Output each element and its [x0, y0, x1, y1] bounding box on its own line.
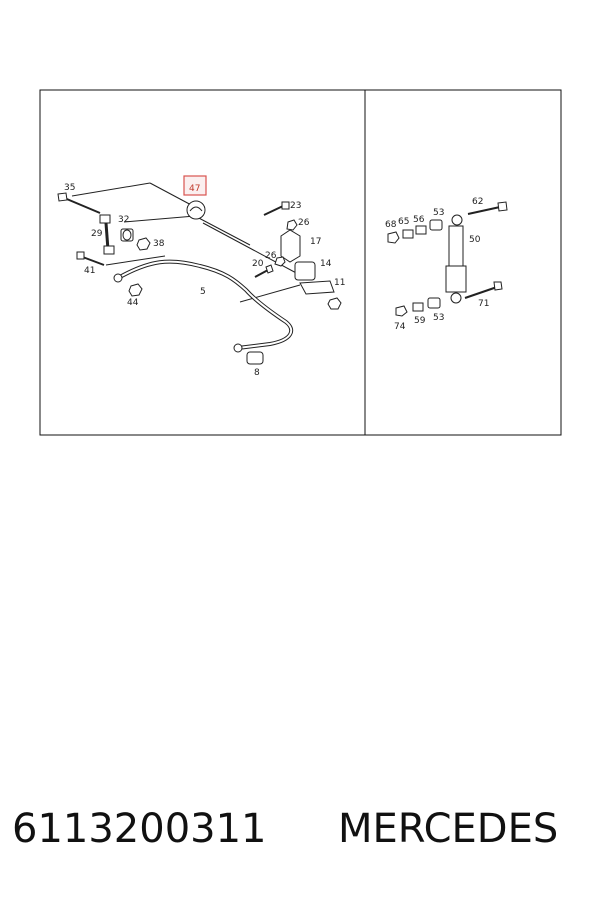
brand-name: MERCEDES [338, 806, 559, 852]
callout-32: 32 [118, 215, 129, 225]
callout-44: 44 [127, 298, 139, 308]
right-panel-drawing [387, 201, 508, 317]
left-panel-drawing [57, 182, 342, 365]
highlight-box-47[interactable] [183, 175, 207, 196]
callout-17: 17 [310, 237, 321, 247]
callout-56: 56 [413, 215, 425, 225]
callout-35: 35 [64, 183, 75, 193]
callout-38: 38 [153, 239, 165, 249]
callout-20: 20 [252, 259, 264, 269]
callout-68: 68 [385, 220, 397, 230]
callout-74: 74 [394, 322, 406, 332]
left-panel-callouts: 35 47 23 26 32 29 38 17 41 20 26 14 11 5… [64, 183, 345, 378]
callout-14: 14 [320, 259, 332, 269]
callout-8: 8 [254, 368, 260, 378]
callout-65: 65 [398, 217, 409, 227]
callout-26b: 26 [265, 251, 277, 261]
callout-62: 62 [472, 197, 483, 207]
right-panel-callouts: 62 68 65 56 53 50 71 74 59 53 [385, 197, 489, 332]
callout-23: 23 [290, 201, 301, 211]
callout-11: 11 [334, 278, 345, 288]
callout-71: 71 [478, 299, 489, 309]
callout-50: 50 [469, 235, 481, 245]
part-number: 6113200311 [12, 806, 267, 852]
diagram-frame [39, 89, 562, 436]
part-caption: 6113200311 MERCEDES [0, 796, 600, 866]
callout-26a: 26 [298, 218, 310, 228]
callout-29: 29 [91, 229, 103, 239]
callout-59: 59 [414, 316, 426, 326]
callout-5: 5 [200, 287, 206, 297]
callout-47: 47 [189, 184, 200, 194]
callout-41: 41 [84, 266, 95, 276]
callout-53a: 53 [433, 208, 444, 218]
callout-53b: 53 [433, 313, 444, 323]
